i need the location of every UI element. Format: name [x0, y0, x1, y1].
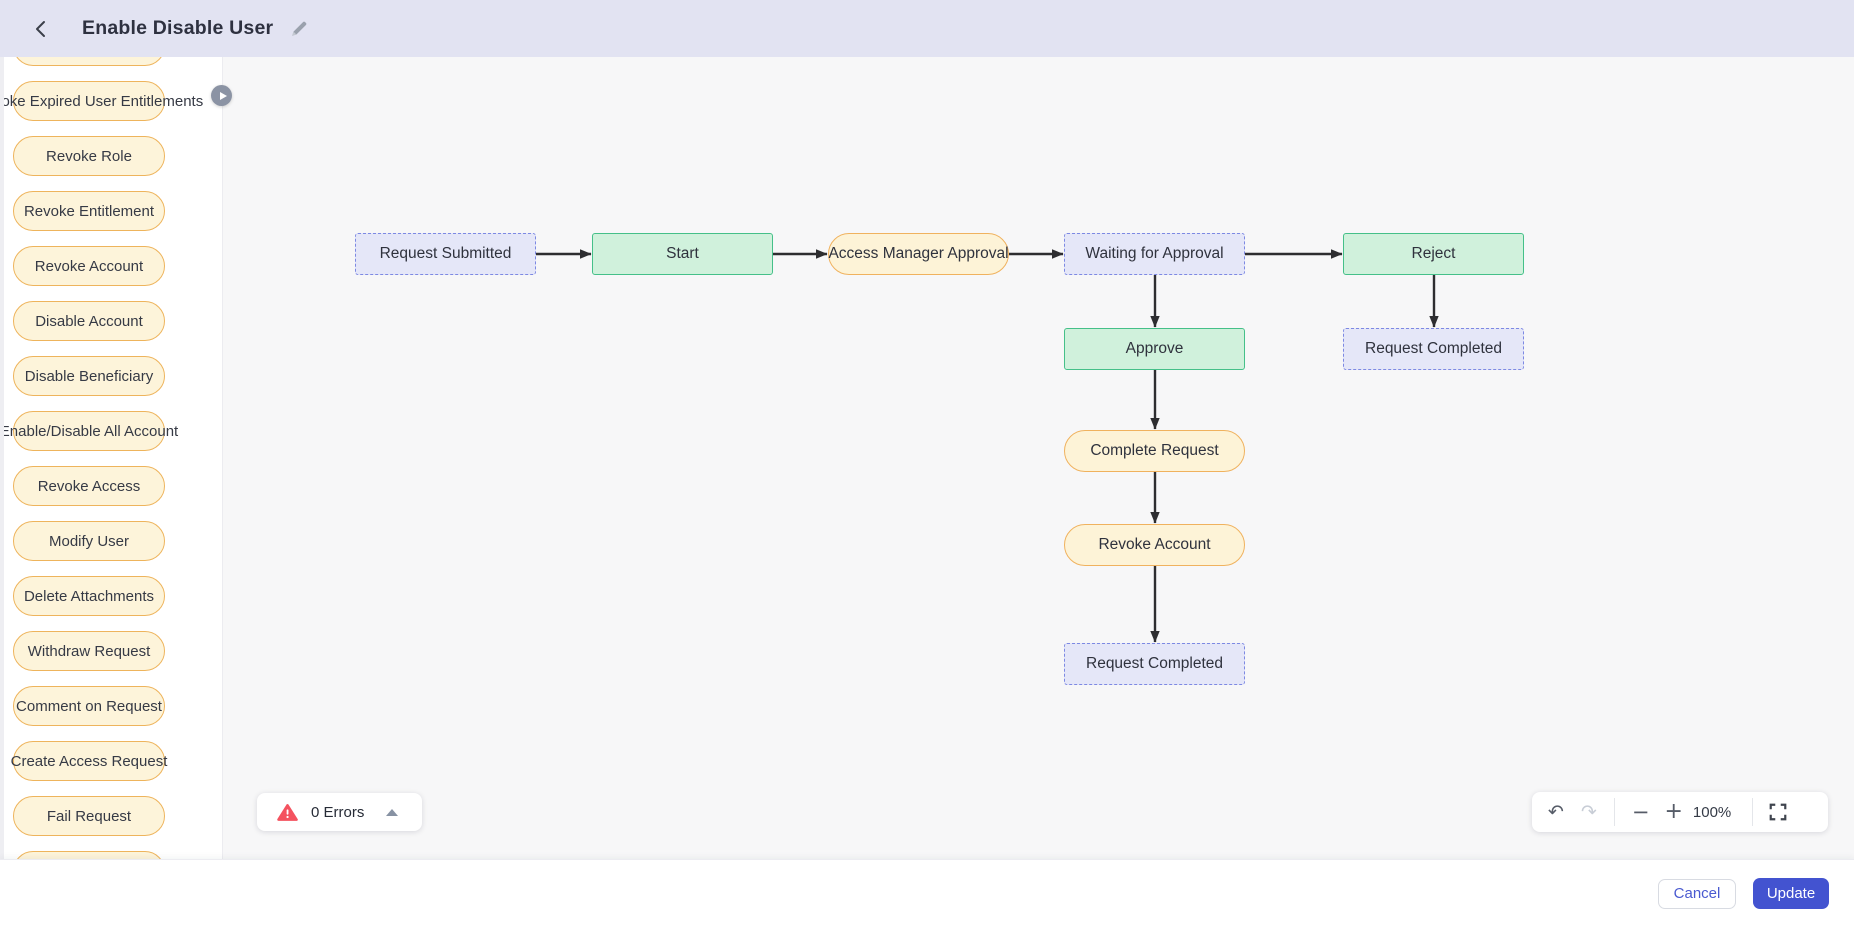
edges-layer [536, 249, 1439, 643]
footer-bar: Cancel Update [0, 859, 1854, 927]
node-label: Request Submitted [379, 245, 512, 262]
zoom-in-button[interactable]: + [1664, 801, 1682, 823]
sidebar-action-revoke-account[interactable]: Revoke Account [13, 246, 165, 286]
sidebar-action-label: Revoke Account [34, 257, 144, 275]
sidebar-action-label: Modify User [48, 532, 130, 550]
toolbar-divider [1613, 798, 1615, 826]
sidebar-action-label: Revoke Access [37, 477, 141, 495]
toolbar-divider [1752, 798, 1754, 826]
redo-button[interactable]: ↷ [1580, 800, 1597, 823]
sidebar-action-label: Create Access Request [10, 752, 168, 770]
sidebar-action-label: Disable Account [35, 312, 143, 330]
sidebar-action-delete-attachments[interactable]: Delete Attachments [13, 576, 165, 616]
zoom-level-label: 100% [1692, 803, 1732, 821]
sidebar-action-label: Comment on Request [16, 697, 162, 715]
zoom-out-icon: − [1631, 799, 1650, 824]
back-button[interactable] [28, 16, 54, 42]
sidebar-action-modify-user[interactable]: Modify User [13, 521, 165, 561]
sidebar-action-fail-request[interactable]: Fail Request [13, 796, 165, 836]
fullscreen-button[interactable] [1768, 802, 1788, 822]
node-access-manager-approval[interactable]: Access Manager Approval [828, 233, 1009, 275]
node-approve[interactable]: Approve [1064, 328, 1245, 370]
sidebar-action-label: Revoke Role [46, 147, 132, 165]
errors-count-label: 0 Errors [311, 803, 365, 821]
sidebar-action-enable-disable-all-account[interactable]: Enable/Disable All Account [0, 411, 178, 451]
warning-icon [277, 803, 298, 822]
node-label: Access Manager Approval [828, 245, 1009, 262]
sidebar-action-disable-account[interactable]: Disable Account [13, 301, 165, 341]
header-bar: Enable Disable User [0, 0, 1854, 57]
sidebar-action-disable-beneficiary[interactable]: Disable Beneficiary [13, 356, 165, 396]
errors-panel[interactable]: 0 Errors [257, 793, 422, 831]
node-request-completed-right[interactable]: Request Completed [1343, 328, 1524, 370]
action-pill-stack: Revoke Expired User Entitlements Revoke … [0, 57, 222, 859]
node-label: Waiting for Approval [1085, 245, 1224, 262]
sidebar-action-create-access-request[interactable]: Create Access Request [10, 741, 168, 781]
node-start[interactable]: Start [592, 233, 773, 275]
sidebar-action-label: Fail Request [46, 807, 132, 825]
sidebar-action-withdraw-request[interactable]: Withdraw Request [13, 631, 165, 671]
page-title: Enable Disable User [82, 17, 274, 39]
node-label: Request Completed [1365, 340, 1502, 357]
undo-button[interactable]: ↶ [1548, 800, 1564, 823]
sidebar-action-comment-on-request[interactable]: Comment on Request [13, 686, 165, 726]
cancel-button[interactable]: Cancel [1658, 878, 1736, 909]
edit-title-button[interactable] [287, 17, 311, 41]
sidebar-action-revoke-expired-user-entitlements[interactable]: Revoke Expired User Entitlements [0, 81, 203, 121]
sidebar-action-label: Enable/Disable All Account [0, 422, 179, 440]
node-reject[interactable]: Reject [1343, 233, 1524, 275]
node-request-submitted[interactable]: Request Submitted [355, 233, 536, 275]
node-label: Revoke Account [1098, 536, 1211, 553]
play-icon [219, 91, 227, 100]
sidebar-action-revoke-role[interactable]: Revoke Role [13, 136, 165, 176]
sidebar-action-label: Delete Attachments [23, 587, 155, 605]
sidebar-action-label: Revoke Entitlement [23, 202, 155, 220]
sidebar-action-label: Withdraw Request [27, 642, 151, 660]
collapse-panel-icon[interactable] [386, 808, 399, 816]
undo-icon: ↶ [1548, 800, 1564, 823]
node-waiting-for-approval[interactable]: Waiting for Approval [1064, 233, 1245, 275]
pencil-icon [289, 18, 310, 39]
sidebar-action-label: Disable Beneficiary [24, 367, 154, 385]
node-label: Request Completed [1086, 655, 1223, 672]
sidebar-expand-button[interactable] [211, 85, 232, 106]
sidebar-pill-partial-bottom[interactable] [13, 851, 165, 859]
update-button[interactable]: Update [1753, 878, 1829, 909]
sidebar-pill-partial-top[interactable] [13, 57, 165, 66]
node-label: Reject [1411, 245, 1456, 262]
action-palette-sidebar: Revoke Expired User Entitlements Revoke … [0, 57, 223, 859]
node-label: Start [666, 245, 699, 262]
zoom-out-button[interactable]: − [1631, 799, 1650, 824]
node-revoke-account[interactable]: Revoke Account [1064, 524, 1245, 566]
sidebar-action-revoke-entitlement[interactable]: Revoke Entitlement [13, 191, 165, 231]
sidebar-action-revoke-access[interactable]: Revoke Access [13, 466, 165, 506]
canvas-toolbar: ↶ ↷ − + 100% [1532, 792, 1828, 832]
workflow-canvas[interactable]: Request Submitted Start Access Manager A… [222, 57, 1854, 859]
zoom-in-icon: + [1664, 799, 1683, 824]
node-request-completed-bottom[interactable]: Request Completed [1064, 643, 1245, 685]
sidebar-scrollbar[interactable] [0, 57, 4, 859]
redo-icon: ↷ [1580, 800, 1597, 823]
chevron-left-icon [32, 19, 50, 39]
node-label: Complete Request [1090, 442, 1219, 459]
node-label: Approve [1125, 340, 1184, 357]
fullscreen-icon [1768, 802, 1788, 822]
node-complete-request[interactable]: Complete Request [1064, 430, 1245, 472]
sidebar-action-label: Revoke Expired User Entitlements [0, 92, 204, 110]
